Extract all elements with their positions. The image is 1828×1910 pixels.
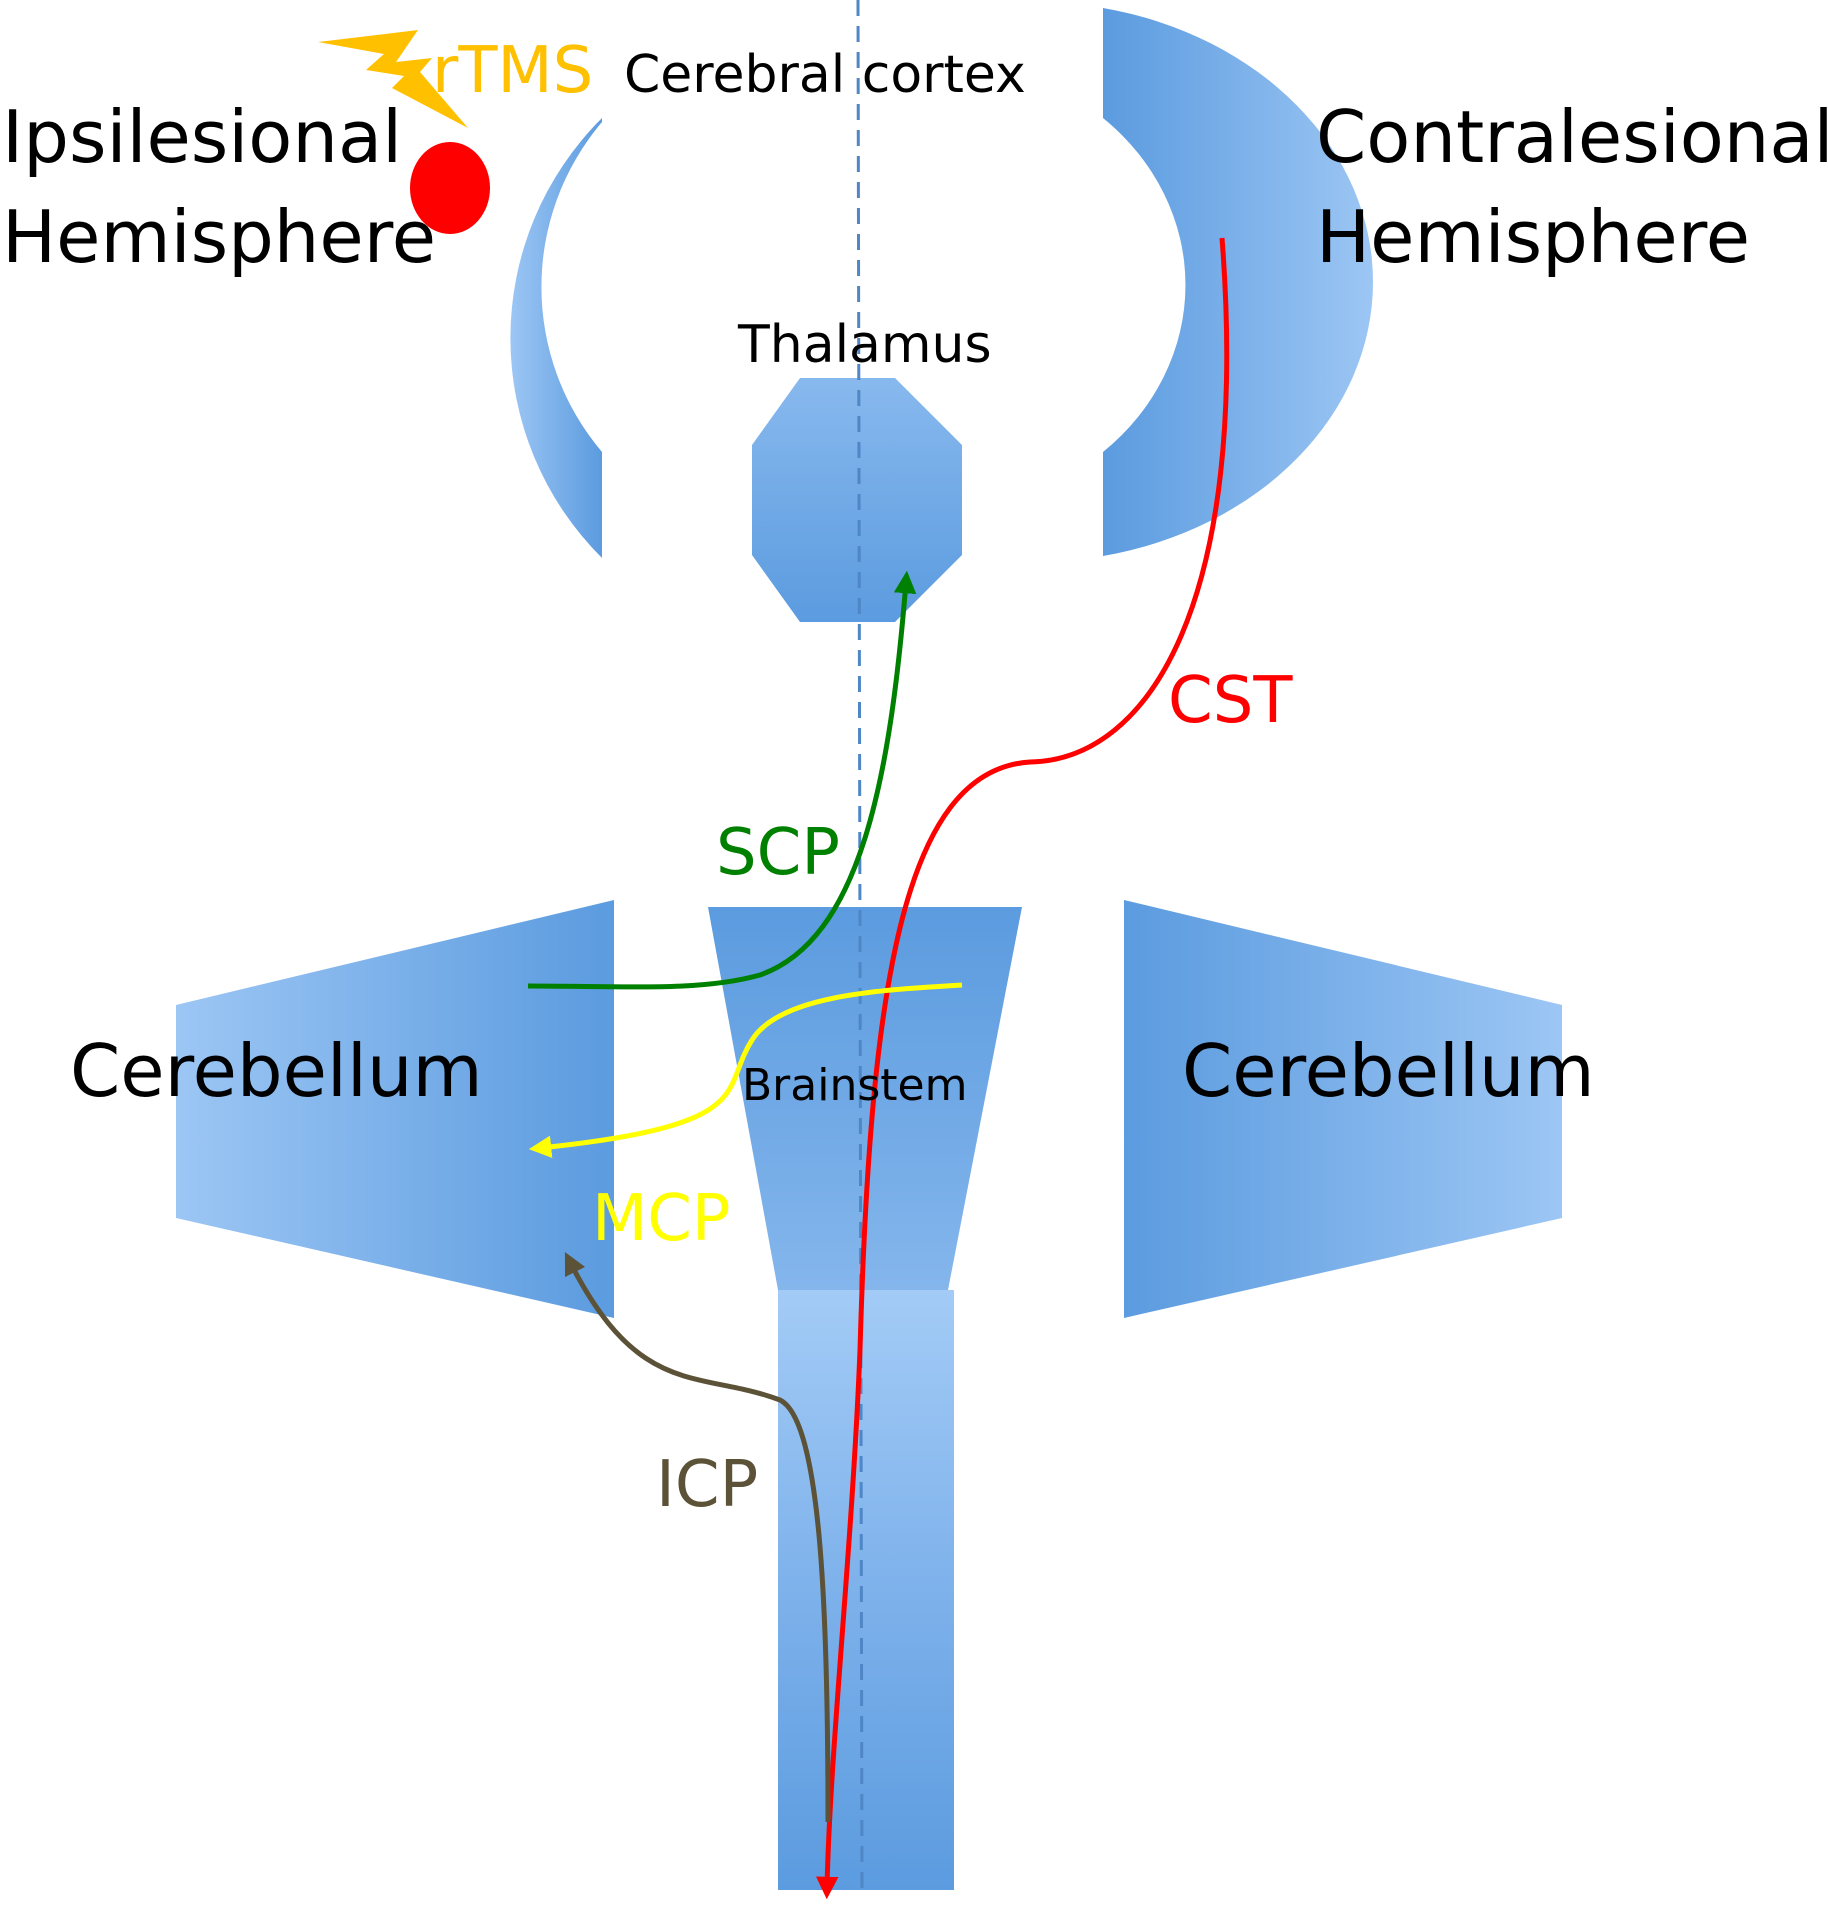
- ipsilesional-label-line2: Hemisphere: [2, 195, 436, 279]
- spinal-cord-shape: [778, 1290, 954, 1890]
- icp-label: ICP: [656, 1448, 758, 1522]
- cerebral-cortex-label: Cerebral cortex: [624, 45, 1026, 105]
- mcp-label: MCP: [592, 1182, 731, 1256]
- brainstem-shape: [708, 907, 1022, 1290]
- rtms-label: rTMS: [432, 34, 593, 108]
- ipsilesional-label-line1: Ipsilesional: [2, 95, 402, 179]
- left-cerebellum-shape: [176, 900, 614, 1318]
- mcp-pathway: [528, 982, 963, 1159]
- icp-pathway: [564, 1251, 831, 1823]
- lesion-dot-icon: [410, 142, 490, 234]
- lightning-bolt-icon: [318, 30, 468, 128]
- thalamus-label: Thalamus: [737, 315, 992, 375]
- right-cerebellum-shape: [1124, 900, 1562, 1318]
- contralesional-label-line1: Contralesional: [1316, 95, 1828, 179]
- scp-pathway: [527, 570, 917, 990]
- left-cortex-arc: [510, 118, 602, 558]
- cerebellum-right-label: Cerebellum: [1182, 1029, 1595, 1113]
- midline-dashed: [856, 0, 864, 1891]
- scp-label: SCP: [716, 816, 840, 890]
- cerebellum-left-label: Cerebellum: [70, 1029, 483, 1113]
- right-cortex-arc: [1103, 8, 1373, 556]
- brainstem-label: Brainstem: [742, 1060, 967, 1111]
- cst-label: CST: [1168, 664, 1293, 738]
- cst-pathway: [815, 237, 1230, 1900]
- thalamus-shape: [752, 378, 962, 622]
- contralesional-label-line2: Hemisphere: [1316, 195, 1750, 279]
